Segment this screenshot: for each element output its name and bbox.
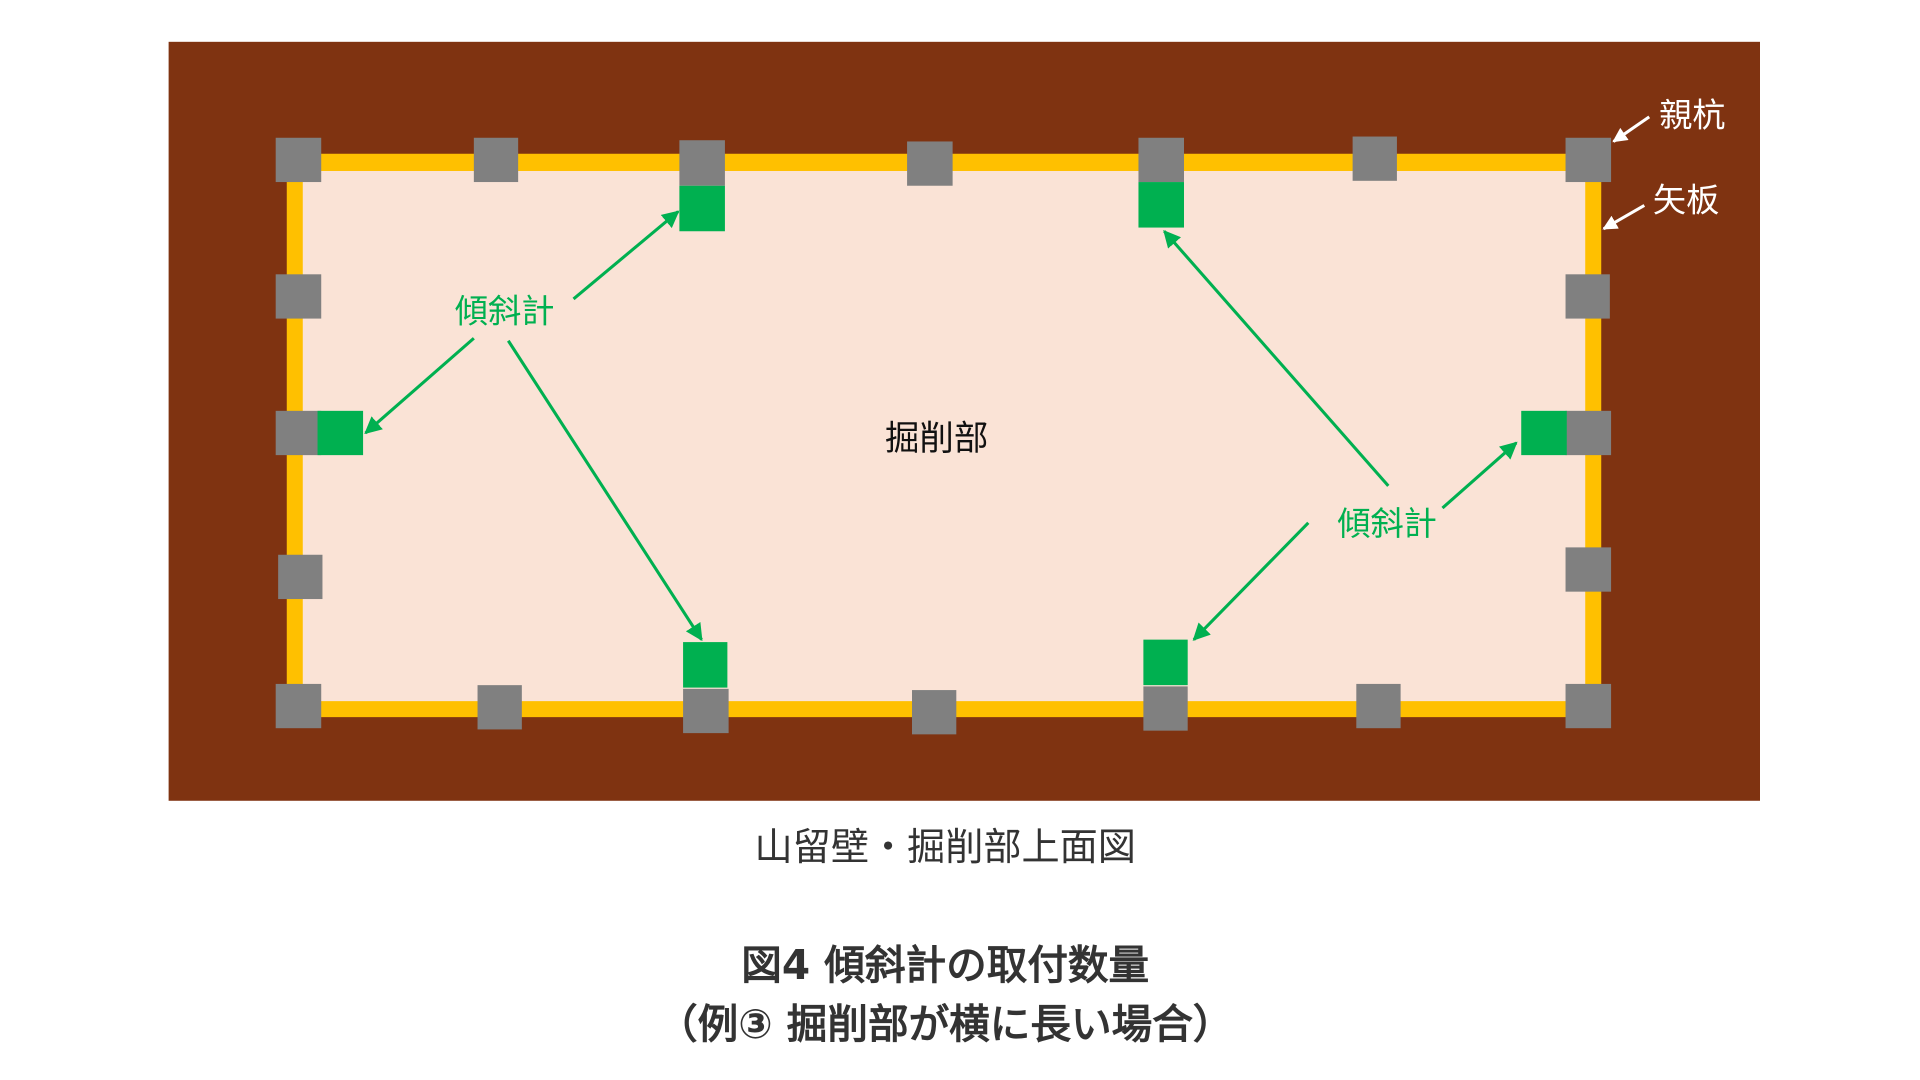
arrow: [507, 339, 703, 642]
figure-title-line1: 図4 傾斜計の取付数量: [741, 941, 1149, 989]
pile: [275, 137, 322, 183]
inclinometer: [1143, 639, 1188, 686]
pile: [1565, 547, 1612, 592]
inclinometer: [317, 410, 364, 456]
arrow: [1441, 441, 1518, 510]
inclinometer-label-left: 傾斜計: [455, 291, 555, 330]
pile: [1138, 137, 1184, 183]
pile: [1565, 410, 1612, 456]
pile: [907, 141, 953, 186]
inclinometer-label-right: 傾斜計: [1337, 504, 1437, 543]
inclinometers: [317, 182, 1567, 688]
pile: [912, 690, 957, 735]
inclinometer: [1521, 410, 1567, 456]
excavation-label: 掘削部: [885, 419, 988, 459]
pile: [1352, 136, 1397, 181]
pile-pointer-arrow: [1612, 115, 1651, 143]
pile: [278, 554, 323, 600]
sheet-pointer-arrow: [1602, 204, 1646, 231]
pile: [1565, 274, 1610, 319]
pile: [275, 683, 322, 729]
pile: [1565, 683, 1612, 729]
pile-label: 親杭: [1659, 96, 1725, 135]
inclinometer: [1138, 182, 1184, 228]
piles: [275, 136, 1612, 735]
pile: [679, 140, 725, 186]
arrow: [572, 210, 680, 301]
pile: [1565, 137, 1612, 183]
pile: [275, 274, 322, 319]
pile: [683, 688, 729, 734]
inclinometer-arrows: [364, 115, 1651, 642]
inclinometer: [683, 642, 728, 688]
pile: [1143, 686, 1188, 731]
sheet-label: 矢板: [1653, 181, 1719, 220]
pile: [473, 137, 519, 183]
diagram-caption: 山留壁・掘削部上面図: [755, 825, 1136, 869]
figure-title-line2: （例③ 掘削部が横に長い場合）: [657, 1000, 1233, 1048]
pile: [477, 685, 522, 730]
arrow: [364, 337, 475, 435]
inclinometer: [679, 185, 725, 232]
arrow: [1163, 229, 1390, 487]
pile: [1356, 683, 1401, 729]
arrow: [1192, 521, 1310, 641]
excavation-area: [302, 170, 1586, 702]
pile: [275, 410, 322, 456]
